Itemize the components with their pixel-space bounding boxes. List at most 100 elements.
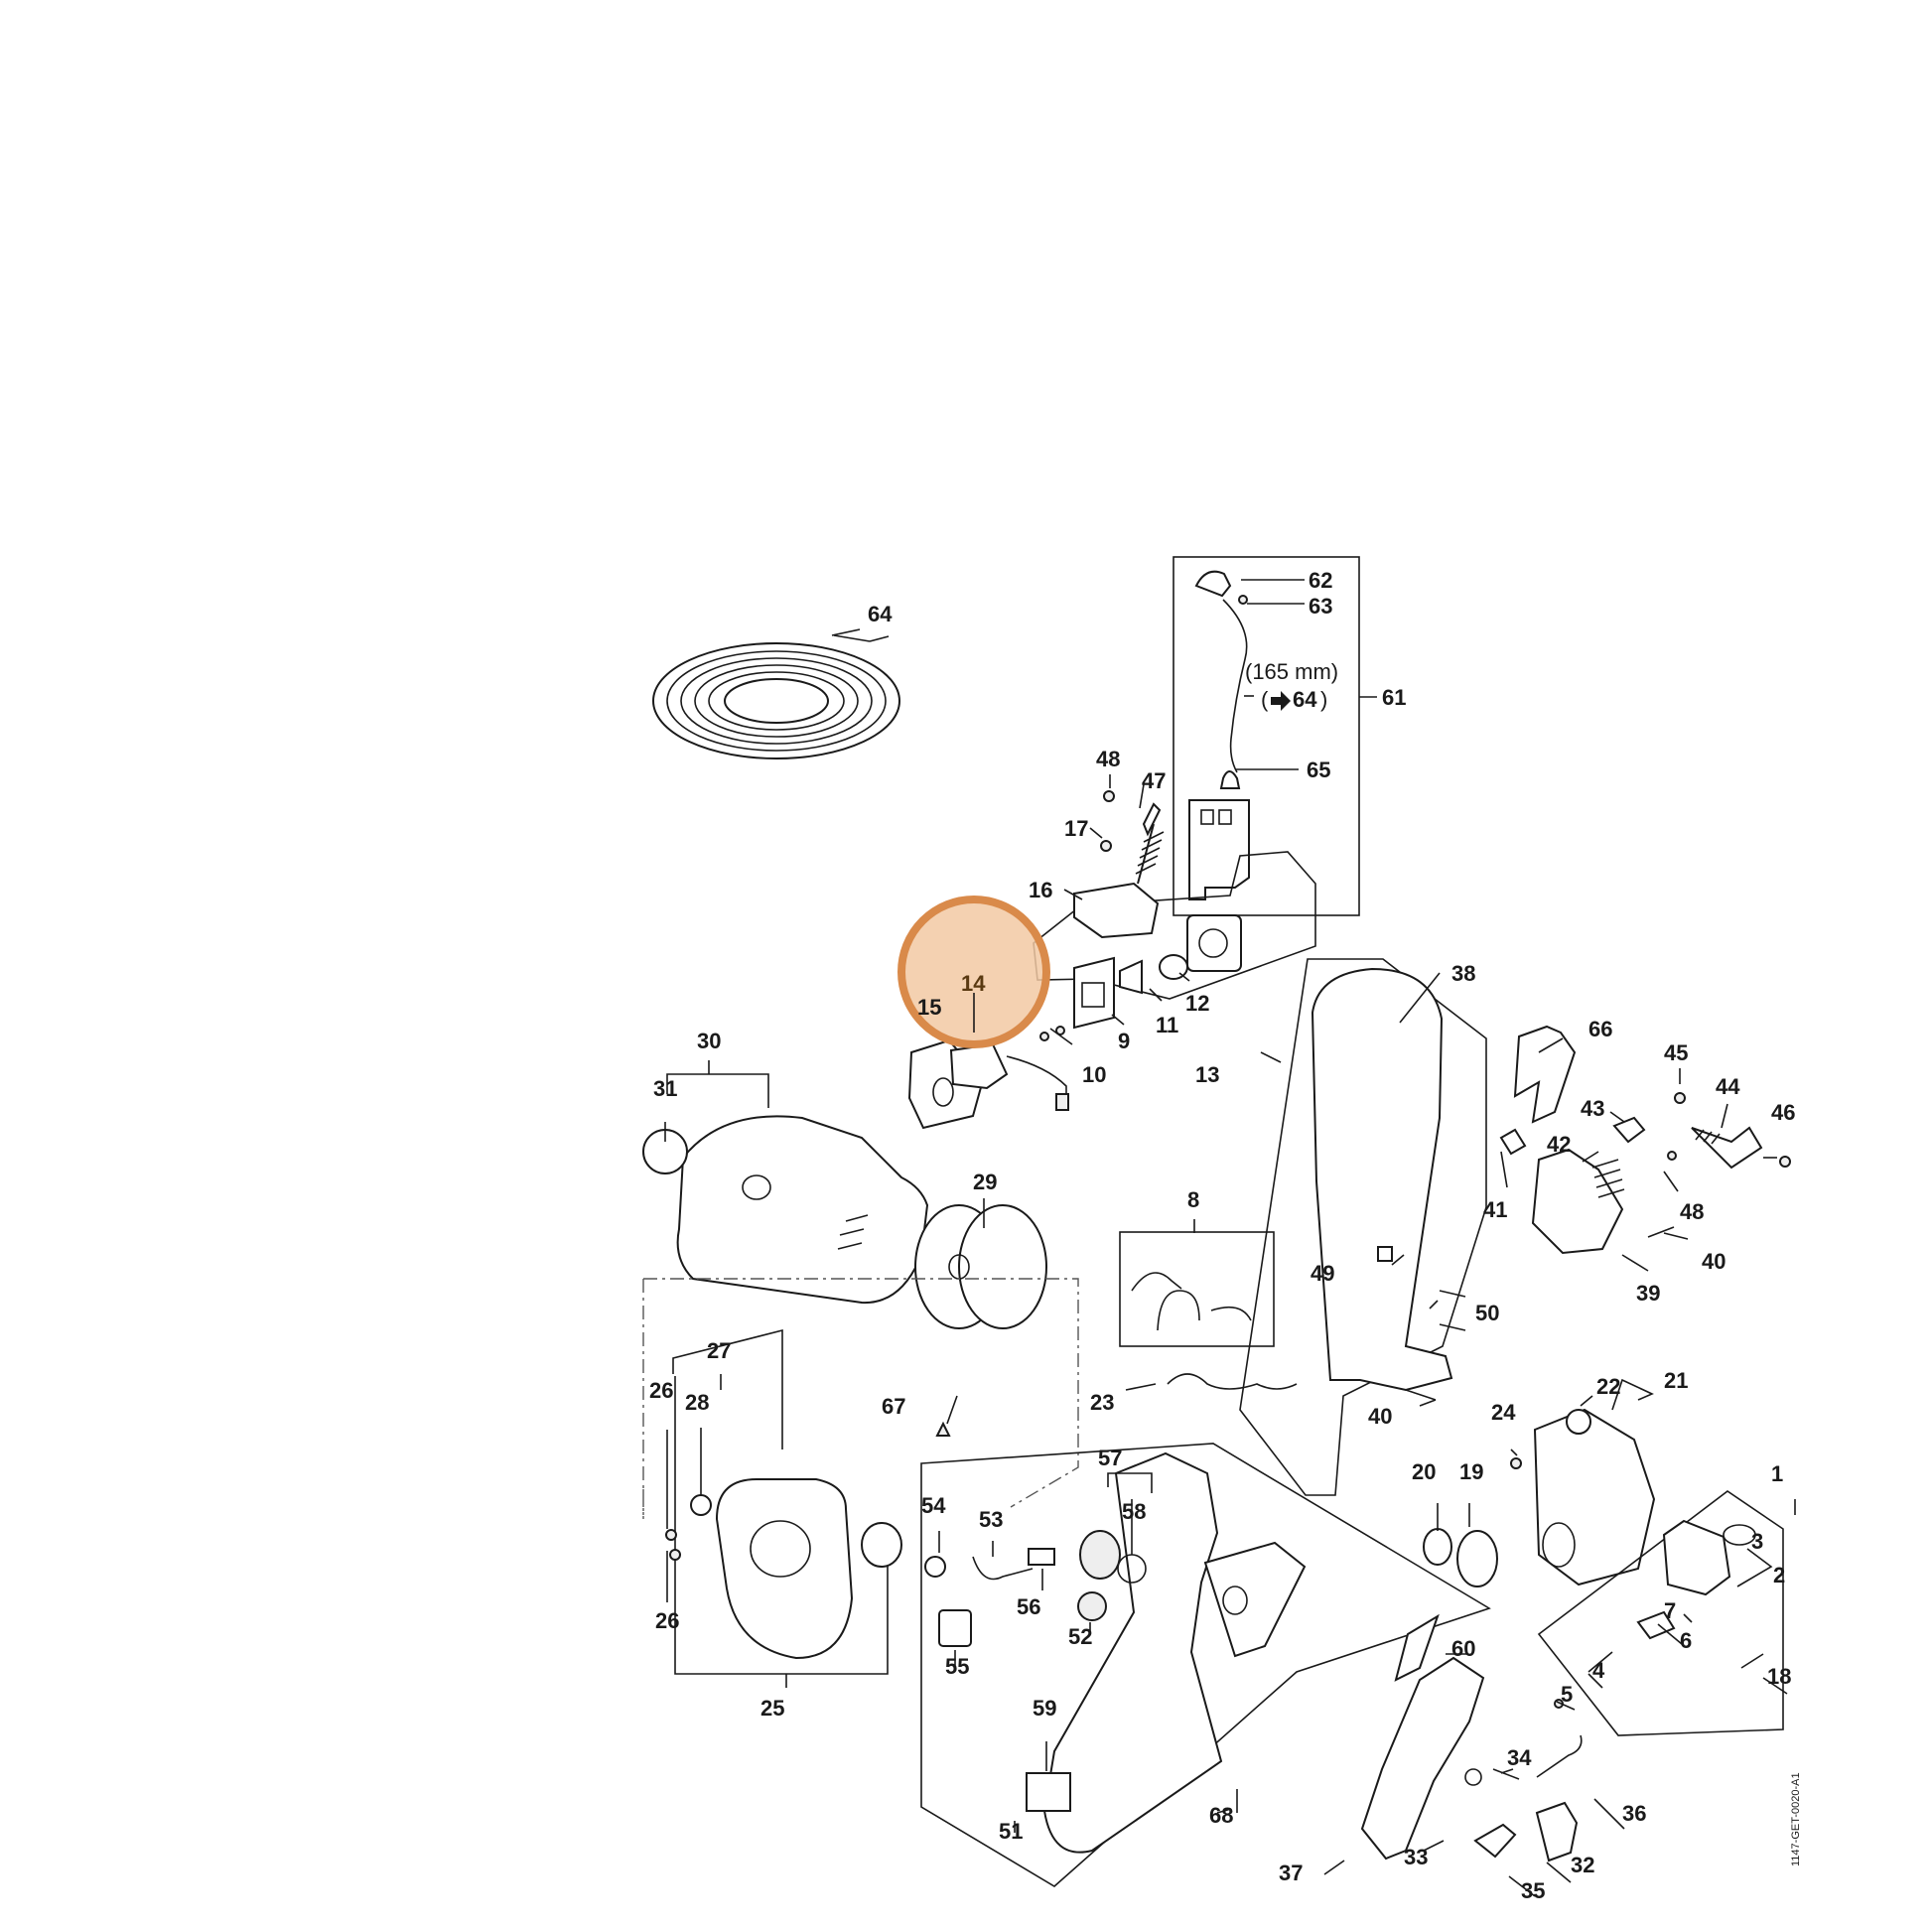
- part-26-screws[interactable]: [665, 1529, 681, 1561]
- callout-46[interactable]: 46: [1771, 1100, 1795, 1125]
- callout-37[interactable]: 37: [1279, 1861, 1303, 1885]
- callout-11[interactable]: 11: [1156, 1013, 1178, 1037]
- part-38-handlebar[interactable]: [1311, 967, 1453, 1392]
- part-19-sleeve[interactable]: [1456, 1530, 1498, 1587]
- part-14-filter-element[interactable]: [949, 1042, 1069, 1111]
- part-41-damper[interactable]: [1499, 1128, 1527, 1156]
- callout-47[interactable]: 47: [1142, 768, 1166, 793]
- callout-4[interactable]: 4: [1592, 1658, 1605, 1683]
- callout-45[interactable]: 45: [1664, 1040, 1688, 1065]
- callout-8[interactable]: 8: [1187, 1187, 1199, 1212]
- callout-42[interactable]: 42: [1547, 1132, 1571, 1157]
- callout-19[interactable]: 19: [1459, 1459, 1483, 1484]
- callout-62[interactable]: 62: [1309, 568, 1332, 593]
- part-42-spring[interactable]: [1591, 1159, 1625, 1198]
- part-12-carburetor[interactable]: [1186, 914, 1242, 972]
- part-40-screw-bottom[interactable]: [1405, 1389, 1437, 1401]
- part-18-screw[interactable]: [1740, 1653, 1764, 1669]
- part-16-cover[interactable]: [1073, 882, 1160, 939]
- part-52-cap[interactable]: [1077, 1591, 1107, 1621]
- callout-33[interactable]: 33: [1404, 1845, 1428, 1869]
- part-59-label[interactable]: [1026, 1772, 1071, 1812]
- callout-5[interactable]: 5: [1561, 1682, 1573, 1707]
- part-51-crankcase[interactable]: [1042, 1451, 1307, 1854]
- part-44-spring-damper[interactable]: [1691, 1126, 1763, 1170]
- callout-61[interactable]: 61: [1382, 685, 1406, 710]
- callout-51[interactable]: 51: [999, 1819, 1023, 1844]
- callout-7[interactable]: 7: [1664, 1598, 1676, 1623]
- callout-36[interactable]: 36: [1622, 1801, 1646, 1826]
- callout-26-top[interactable]: 26: [649, 1378, 673, 1403]
- part-8-hose-set[interactable]: [1131, 1272, 1252, 1331]
- callout-55[interactable]: 55: [945, 1654, 969, 1679]
- part-24-screw[interactable]: [1510, 1457, 1522, 1469]
- part-35-lockout[interactable]: [1473, 1823, 1517, 1859]
- part-20-ring[interactable]: [1423, 1528, 1452, 1566]
- ignition-module-body[interactable]: [1188, 799, 1250, 900]
- callout-21[interactable]: 21: [1664, 1368, 1688, 1393]
- callout-26-bottom[interactable]: 26: [655, 1608, 679, 1633]
- callout-64[interactable]: 64: [868, 602, 893, 626]
- callout-59[interactable]: 59: [1033, 1696, 1056, 1721]
- callout-13[interactable]: 13: [1195, 1062, 1219, 1087]
- callout-38[interactable]: 38: [1451, 961, 1475, 986]
- callout-44[interactable]: 44: [1716, 1074, 1740, 1099]
- part-28-disc[interactable]: [690, 1494, 712, 1516]
- callout-67[interactable]: 67: [882, 1394, 905, 1419]
- part-11b-funnel[interactable]: [1119, 959, 1143, 995]
- callout-68[interactable]: 68: [1209, 1803, 1233, 1828]
- part-32-lever[interactable]: [1535, 1801, 1579, 1863]
- part-23-hose[interactable]: [1167, 1373, 1298, 1390]
- part-67-nipple[interactable]: [935, 1421, 951, 1437]
- callout-23[interactable]: 23: [1090, 1390, 1114, 1415]
- callout-35[interactable]: 35: [1521, 1878, 1545, 1903]
- callout-22[interactable]: 22: [1596, 1374, 1620, 1399]
- part-54-grommet[interactable]: [924, 1556, 946, 1578]
- part-48-screw-right[interactable]: [1667, 1151, 1677, 1161]
- callout-20[interactable]: 20: [1412, 1459, 1436, 1484]
- part-27-fan-housing[interactable]: [715, 1478, 854, 1660]
- part-4-spring[interactable]: [1587, 1651, 1613, 1673]
- part-45-screw[interactable]: [1674, 1092, 1686, 1104]
- part-40-screw-right[interactable]: [1647, 1226, 1675, 1238]
- part-36-rod[interactable]: [1536, 1734, 1583, 1778]
- part-22-plug[interactable]: [1566, 1409, 1591, 1435]
- part-33-spring[interactable]: [1464, 1768, 1482, 1786]
- callout-15[interactable]: 15: [917, 995, 941, 1020]
- callout-57[interactable]: 57: [1098, 1446, 1122, 1470]
- callout-28[interactable]: 28: [685, 1390, 709, 1415]
- callout-10[interactable]: 10: [1082, 1062, 1106, 1087]
- part-21-cylinder[interactable]: [1533, 1408, 1656, 1587]
- callout-40-bottom[interactable]: 40: [1368, 1404, 1392, 1429]
- part-39-bracket[interactable]: [1531, 1148, 1624, 1255]
- part-53-hose[interactable]: [972, 1556, 1034, 1581]
- callout-32[interactable]: 32: [1571, 1853, 1594, 1877]
- callout-49[interactable]: 49: [1311, 1261, 1334, 1286]
- callout-9[interactable]: 9: [1118, 1029, 1130, 1053]
- callout-48-right[interactable]: 48: [1680, 1199, 1704, 1224]
- part-46-screw[interactable]: [1779, 1156, 1791, 1168]
- callout-1[interactable]: 1: [1771, 1461, 1783, 1486]
- part-29-air-filter[interactable]: [914, 1204, 1047, 1329]
- part-64-coiled-line[interactable]: [652, 634, 900, 759]
- part-17-screw[interactable]: [1100, 840, 1112, 852]
- callout-50[interactable]: 50: [1475, 1301, 1499, 1325]
- callout-16[interactable]: 16: [1029, 878, 1052, 902]
- part-56-valve[interactable]: [1028, 1548, 1055, 1566]
- callout-41[interactable]: 41: [1483, 1197, 1507, 1222]
- callout-30[interactable]: 30: [697, 1029, 721, 1053]
- callout-25[interactable]: 25: [760, 1696, 784, 1721]
- callout-48-top[interactable]: 48: [1096, 747, 1120, 771]
- part-65-boot[interactable]: [1219, 770, 1241, 789]
- part-43-buffer[interactable]: [1612, 1116, 1646, 1144]
- callout-65[interactable]: 65: [1307, 758, 1330, 782]
- part-50-screws[interactable]: [1439, 1290, 1466, 1331]
- callout-6[interactable]: 6: [1680, 1628, 1692, 1653]
- callout-40-right[interactable]: 40: [1702, 1249, 1725, 1274]
- part-48-screw-top[interactable]: [1103, 790, 1115, 802]
- callout-66[interactable]: 66: [1588, 1017, 1612, 1041]
- callout-63[interactable]: 63: [1309, 594, 1332, 619]
- callout-17[interactable]: 17: [1064, 816, 1088, 841]
- callout-24[interactable]: 24: [1491, 1400, 1516, 1425]
- callout-56[interactable]: 56: [1017, 1594, 1040, 1619]
